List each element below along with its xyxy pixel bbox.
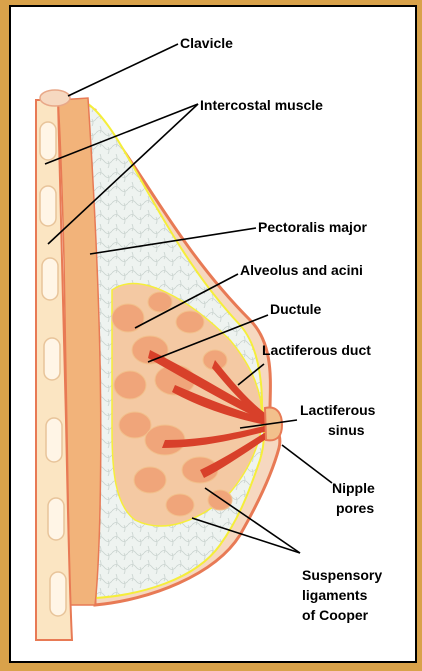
label-suspensory-line3: of Cooper (302, 607, 369, 623)
label-alveolus-and-acini: Alveolus and acini (240, 262, 363, 278)
label-pectoralis-major: Pectoralis major (258, 219, 367, 235)
label-nipple-pores-line1: Nipple (332, 480, 375, 496)
label-suspensory-line1: Suspensory (302, 567, 382, 583)
label-suspensory-line2: ligaments (302, 587, 368, 603)
label-intercostal-muscle: Intercostal muscle (200, 97, 323, 113)
label-lactiferous-duct: Lactiferous duct (262, 342, 371, 358)
label-lactiferous-sinus-line1: Lactiferous (300, 402, 376, 418)
label-clavicle: Clavicle (180, 35, 233, 51)
clavicle-bone (40, 90, 70, 106)
label-nipple-pores-line2: pores (336, 500, 374, 516)
label-lactiferous-sinus-line2: sinus (328, 422, 365, 438)
label-ductule: Ductule (270, 301, 322, 317)
